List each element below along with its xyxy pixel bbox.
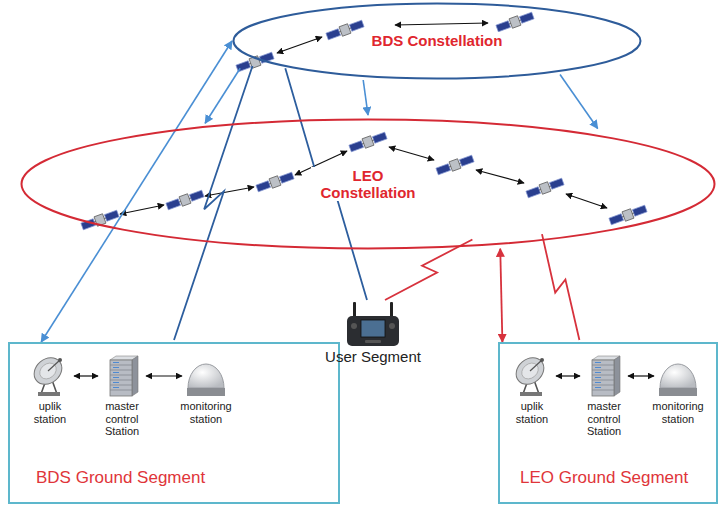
station-icons bbox=[29, 302, 697, 396]
server-icon bbox=[592, 356, 620, 396]
node-label: monitoring station bbox=[646, 400, 710, 425]
crosslink-arrow bbox=[566, 194, 607, 208]
station-node: master control Station bbox=[573, 356, 635, 438]
ellipse-outline bbox=[234, 4, 641, 79]
dish-icon bbox=[29, 352, 67, 396]
crosslink-arrow bbox=[205, 187, 254, 196]
node-label: monitoring station bbox=[173, 400, 239, 425]
signal-link bbox=[542, 234, 579, 340]
crosslink-arrow bbox=[277, 37, 322, 53]
station-node: uplik station bbox=[507, 356, 557, 425]
crosslink-arrow bbox=[476, 170, 524, 183]
user-device-icon bbox=[347, 302, 399, 346]
ground-segment-panel: LEO Ground Segment uplik station master co… bbox=[498, 342, 718, 504]
ground-segment-panel: BDS Ground Segment uplik station master co… bbox=[8, 342, 340, 504]
connector-arrow bbox=[556, 375, 580, 376]
constellation-ellipse: BDS Constellation bbox=[232, 2, 642, 80]
satellite-icon bbox=[325, 19, 364, 41]
node-label: LEO Ground Segment bbox=[520, 468, 712, 488]
station-node: monitoring station bbox=[173, 356, 239, 425]
connector-arrow bbox=[628, 375, 654, 376]
satellite-icon bbox=[348, 131, 387, 153]
signal-link bbox=[174, 66, 253, 340]
node-label: BDS Ground Segment bbox=[36, 468, 334, 488]
connector-arrow bbox=[74, 375, 98, 376]
satellite-icon bbox=[495, 11, 534, 33]
connector-arrow bbox=[41, 41, 232, 342]
crosslink-arrow bbox=[395, 23, 488, 25]
node-label: User Segment bbox=[313, 348, 433, 366]
satellite-icon bbox=[255, 171, 294, 193]
crosslink-arrow bbox=[389, 147, 434, 160]
node-label: LEO Constellation bbox=[311, 167, 425, 202]
station-node: master control Station bbox=[91, 356, 153, 438]
connector-arrow bbox=[363, 80, 368, 115]
node-label: uplik station bbox=[507, 400, 557, 425]
constellation-ellipse: LEO Constellation bbox=[20, 118, 716, 250]
dome-icon bbox=[187, 364, 225, 396]
satellite-icon bbox=[435, 154, 474, 176]
connector-arrow bbox=[500, 249, 502, 342]
user-segment-node: User Segment bbox=[313, 300, 433, 366]
station-node: monitoring station bbox=[646, 356, 710, 425]
node-label: master control Station bbox=[91, 400, 153, 438]
dome-icon bbox=[659, 364, 697, 396]
satellite-icon bbox=[525, 177, 564, 199]
server-icon bbox=[110, 356, 138, 396]
connector-arrow bbox=[560, 75, 598, 129]
node-label: master control Station bbox=[573, 400, 635, 438]
node-label: uplik station bbox=[25, 400, 75, 425]
node-label: BDS Constellation bbox=[370, 32, 505, 49]
bds-satellites bbox=[235, 11, 534, 73]
dish-icon bbox=[511, 352, 549, 396]
ellipse-outline bbox=[22, 120, 715, 249]
connector-layer bbox=[41, 41, 654, 376]
connector-arrow bbox=[146, 375, 182, 376]
satellite-icon bbox=[165, 189, 204, 211]
connector-arrow bbox=[205, 68, 240, 123]
station-node: uplik station bbox=[25, 356, 75, 425]
